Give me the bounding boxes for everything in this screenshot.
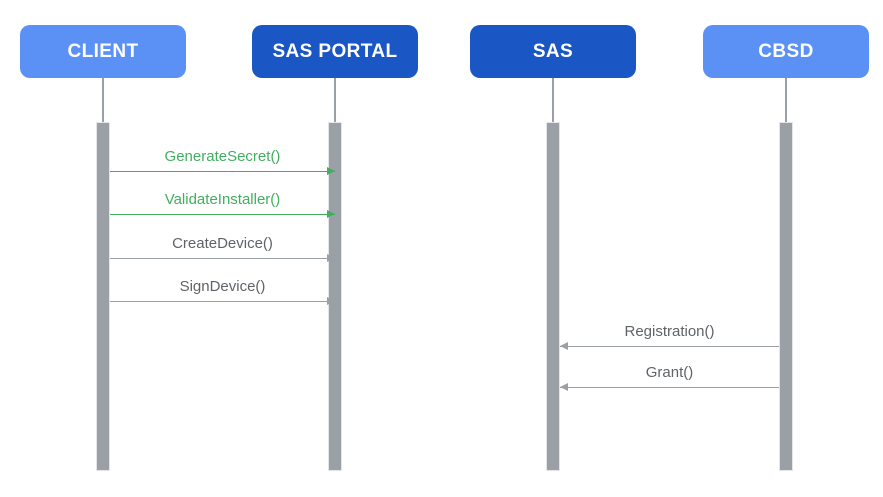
- arrowhead-right-icon: [327, 297, 335, 305]
- participant-label-client: CLIENT: [67, 40, 139, 62]
- participant-box-sas[interactable]: SAS: [470, 25, 636, 78]
- arrowhead-left-icon: [560, 383, 568, 391]
- participant-box-sas-portal[interactable]: SAS PORTAL: [252, 25, 418, 78]
- lifeline-cbsd: [785, 78, 787, 122]
- message-line-sign-device: [110, 301, 335, 302]
- participant-label-sas-portal: SAS PORTAL: [272, 40, 398, 62]
- participant-box-client[interactable]: CLIENT: [20, 25, 186, 78]
- message-line-generate-secret: [110, 171, 335, 172]
- activation-bar-sas-portal: [328, 122, 342, 471]
- activation-bar-sas: [546, 122, 560, 471]
- arrowhead-left-icon: [560, 342, 568, 350]
- message-line-create-device: [110, 258, 335, 259]
- lifeline-sas: [552, 78, 554, 122]
- activation-bar-client: [96, 122, 110, 471]
- message-line-validate-installer: [110, 214, 335, 215]
- message-label-registration: Registration(): [624, 323, 715, 340]
- message-label-sign-device: SignDevice(): [179, 278, 266, 295]
- message-line-grant: [560, 387, 779, 388]
- lifeline-client: [102, 78, 104, 122]
- participant-box-cbsd[interactable]: CBSD: [703, 25, 869, 78]
- arrowhead-right-icon: [327, 254, 335, 262]
- message-label-validate-installer: ValidateInstaller(): [164, 191, 281, 208]
- activation-bar-cbsd: [779, 122, 793, 471]
- arrowhead-right-icon: [327, 167, 335, 175]
- message-label-grant: Grant(): [645, 364, 694, 381]
- lifeline-sas-portal: [334, 78, 336, 122]
- arrowhead-right-icon: [327, 210, 335, 218]
- message-label-generate-secret: GenerateSecret(): [164, 148, 281, 165]
- participant-label-cbsd: CBSD: [758, 40, 814, 62]
- message-label-create-device: CreateDevice(): [172, 235, 273, 252]
- message-line-registration: [560, 346, 779, 347]
- participant-label-sas: SAS: [532, 40, 574, 62]
